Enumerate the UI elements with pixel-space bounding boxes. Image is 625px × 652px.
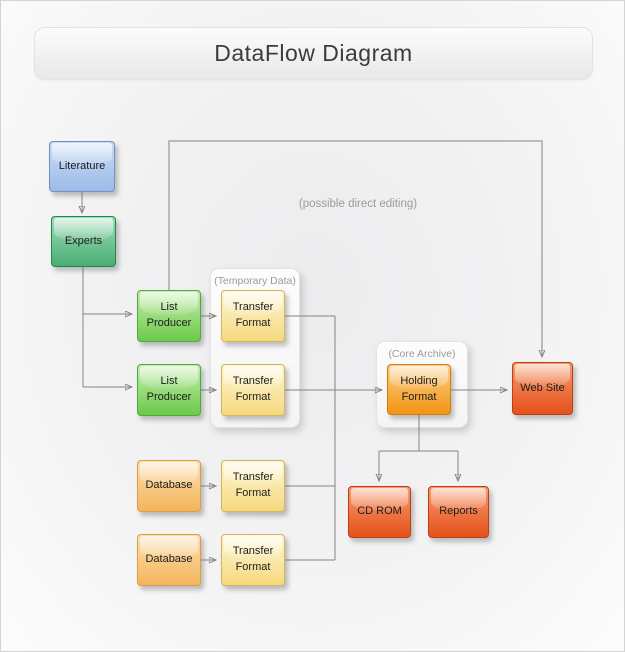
node-label: Transfer Format — [232, 471, 274, 499]
node-label: Reports — [439, 505, 478, 518]
node-transfer-format-1[interactable]: Transfer Format — [221, 290, 285, 342]
node-label: Experts — [64, 234, 103, 247]
node-transfer-format-2[interactable]: Transfer Format — [221, 364, 285, 416]
node-cd-rom[interactable]: CD ROM — [348, 486, 411, 538]
node-label: Transfer Format — [232, 301, 274, 329]
node-label: Transfer Format — [232, 375, 274, 403]
node-web-site[interactable]: Web Site — [512, 362, 573, 415]
annotation-direct-editing: (possible direct editing) — [298, 198, 418, 210]
node-label: Database — [145, 479, 193, 492]
node-label: Web Site — [520, 381, 565, 394]
page-title: DataFlow Diagram — [214, 40, 413, 66]
node-label: List Producer — [146, 375, 192, 403]
node-reports[interactable]: Reports — [428, 486, 489, 538]
node-label: List Producer — [146, 301, 192, 329]
group-label-core-archive: (Core Archive) — [388, 348, 456, 360]
node-label: Literature — [58, 159, 106, 172]
node-transfer-format-4[interactable]: Transfer Format — [221, 534, 285, 586]
title-bar: DataFlow Diagram — [34, 27, 593, 80]
group-label-temporary-data: (Temporary Data) — [214, 275, 296, 287]
node-database-2[interactable]: Database — [137, 534, 201, 586]
node-label: Database — [145, 553, 193, 566]
node-literature[interactable]: Literature — [49, 141, 115, 192]
node-label: Transfer Format — [232, 545, 274, 573]
connector-direct-editing — [168, 140, 542, 356]
node-database-1[interactable]: Database — [137, 460, 201, 512]
node-label: CD ROM — [357, 505, 402, 518]
node-experts[interactable]: Experts — [51, 216, 116, 267]
node-holding-format[interactable]: Holding Format — [387, 364, 451, 415]
node-list-producer-1[interactable]: List Producer — [137, 290, 201, 342]
node-list-producer-2[interactable]: List Producer — [137, 364, 201, 416]
node-transfer-format-3[interactable]: Transfer Format — [221, 460, 285, 512]
node-label: Holding Format — [400, 374, 438, 403]
